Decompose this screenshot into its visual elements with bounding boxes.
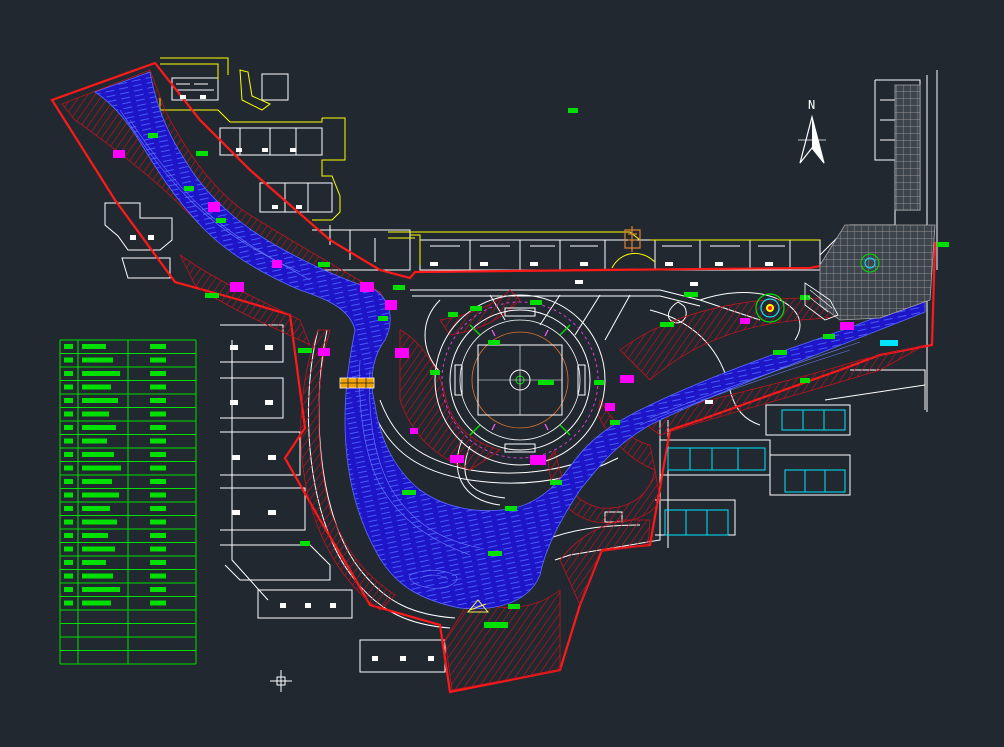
legend-table xyxy=(59,339,197,665)
legend-swatch xyxy=(64,573,73,579)
east-plaza xyxy=(755,84,936,346)
legend-name xyxy=(82,573,113,579)
legend-code xyxy=(150,384,166,390)
legend-swatch xyxy=(64,465,73,471)
magenta-features xyxy=(113,150,854,465)
legend-name xyxy=(82,411,109,417)
legend-swatch xyxy=(64,452,73,457)
legend-swatch xyxy=(64,438,73,444)
fountain-icon xyxy=(768,306,772,310)
legend-swatch xyxy=(64,492,73,498)
legend-swatch xyxy=(64,357,73,363)
legend-swatch xyxy=(64,344,73,349)
legend-swatch xyxy=(64,533,73,538)
legend-name xyxy=(82,357,113,363)
river-water xyxy=(94,71,926,610)
legend-swatch xyxy=(64,560,73,565)
legend-name xyxy=(82,452,114,457)
residential-blocks-southeast xyxy=(664,409,846,536)
legend-swatch xyxy=(64,546,73,552)
legend-name xyxy=(82,371,120,376)
legend-swatch xyxy=(64,425,73,430)
legend-name xyxy=(82,492,119,498)
north-label: N xyxy=(808,98,815,112)
legend-swatch xyxy=(64,479,73,484)
legend-name xyxy=(82,398,118,403)
legend-swatch xyxy=(64,398,73,403)
legend-name xyxy=(82,344,106,349)
legend-code xyxy=(150,357,166,363)
crosshair-icon[interactable] xyxy=(270,670,292,692)
legend-name xyxy=(82,438,107,444)
legend-code xyxy=(150,438,166,444)
legend-code xyxy=(150,425,166,430)
legend-code xyxy=(150,560,166,565)
north-arrow-icon: N xyxy=(798,98,826,164)
legend-swatch xyxy=(64,371,73,376)
legend-code xyxy=(150,398,166,403)
legend-name xyxy=(82,519,117,525)
building-details xyxy=(130,95,773,661)
legend-code xyxy=(150,519,166,525)
legend-code xyxy=(150,452,166,457)
legend-code xyxy=(150,506,166,511)
legend-code xyxy=(150,587,166,592)
legend-name xyxy=(82,533,108,538)
legend-swatch xyxy=(64,506,73,511)
central-plaza xyxy=(434,294,606,466)
legend-code xyxy=(150,573,166,579)
legend-name xyxy=(82,465,121,471)
legend-swatch xyxy=(64,411,73,417)
legend-name xyxy=(82,546,115,552)
yellow-paths xyxy=(159,57,820,269)
legend-code xyxy=(150,546,166,552)
legend-name xyxy=(82,425,116,430)
legend-name xyxy=(82,600,111,606)
legend-code xyxy=(150,479,166,484)
legend-name xyxy=(82,560,106,565)
legend-code xyxy=(150,465,166,471)
pavilion-icon xyxy=(624,226,641,252)
legend-code xyxy=(150,533,166,538)
legend-code xyxy=(150,411,166,417)
legend-swatch xyxy=(64,600,73,606)
legend-name xyxy=(82,506,110,511)
south-pavilion xyxy=(466,599,508,628)
legend-swatch xyxy=(64,519,73,525)
legend-name xyxy=(82,384,111,390)
legend-code xyxy=(150,371,166,376)
legend-swatch xyxy=(64,587,73,592)
legend-code xyxy=(150,492,166,498)
legend-code xyxy=(150,600,166,606)
legend-name xyxy=(82,479,112,484)
legend-swatch xyxy=(64,384,73,390)
legend-name xyxy=(82,587,120,592)
bridge-icon xyxy=(339,377,375,389)
legend-code xyxy=(150,344,166,349)
